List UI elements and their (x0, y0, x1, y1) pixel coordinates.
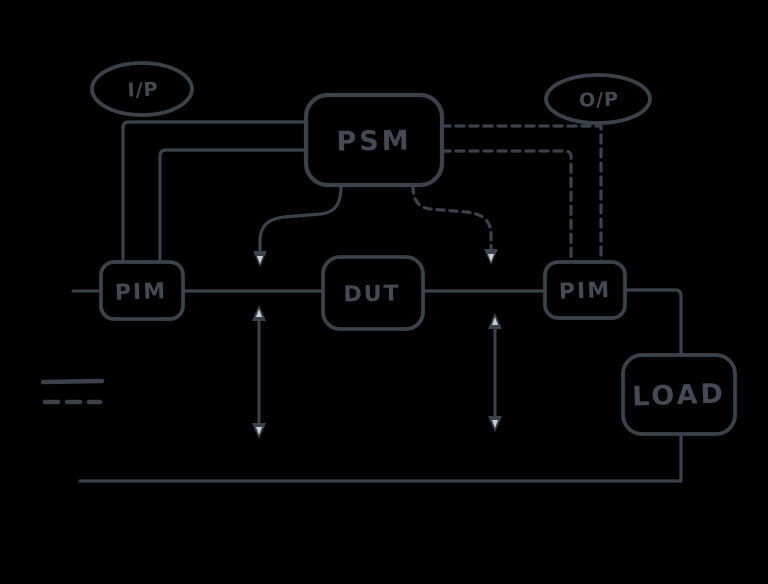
node-label-output: O/P (579, 88, 620, 111)
node-label-load: LOAD (632, 378, 727, 412)
arrowhead-accent-icon (257, 256, 263, 264)
node-load (621, 353, 737, 436)
node-label-pim-left: PIM (115, 279, 168, 306)
edge-pimright-load (623, 288, 683, 357)
node-label-input: I/P (127, 78, 159, 101)
arrowhead-accent-icon (488, 254, 494, 262)
node-pim-left (99, 260, 185, 321)
arrow-psm-to-left-rf-path (258, 184, 343, 254)
node-output-port (544, 73, 652, 125)
node-pim-right (543, 260, 627, 320)
node-input-port (90, 61, 194, 117)
node-psm (303, 92, 445, 188)
node-dut (321, 255, 425, 331)
arrowhead-accent-icon (492, 420, 498, 428)
edge-psm-pimright-outer-dashed (440, 124, 603, 264)
edge-psm-pimleft-inner (158, 148, 308, 264)
arrowhead-accent-icon (492, 317, 498, 325)
legend-solid-line-icon (40, 378, 105, 385)
arrow-psm-to-right-rf-path-dashed (411, 184, 493, 250)
node-label-dut: DUT (343, 282, 401, 308)
arrowhead-accent-icon (256, 427, 262, 435)
edge-psm-pimright-inner-dashed (440, 149, 573, 264)
arrowhead-accent-icon (256, 309, 262, 317)
node-label-psm: PSM (336, 125, 412, 157)
node-label-pim-right: PIM (559, 278, 612, 305)
legend (40, 378, 105, 405)
edge-psm-pimleft-outer (121, 120, 308, 264)
